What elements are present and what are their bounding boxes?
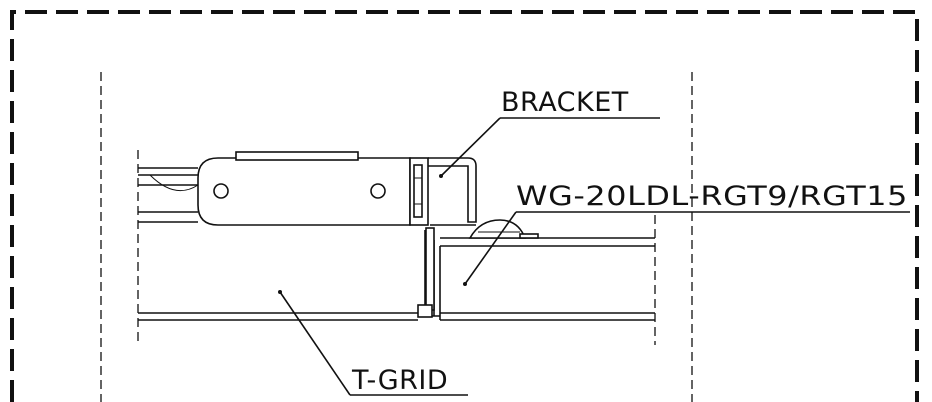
bracket-rails <box>138 167 199 223</box>
t-grid-label: T-GRID <box>351 365 448 396</box>
bracket-hole-right <box>370 183 386 199</box>
bracket-label: BRACKET <box>501 87 629 118</box>
boundary-lines <box>100 72 693 402</box>
model-label: WG-20LDL-RGT9/RGT15 <box>516 181 908 212</box>
bracket-hole-left <box>213 183 229 199</box>
leader-lines <box>278 117 910 396</box>
wg-profile <box>417 219 655 320</box>
drawing-border <box>10 10 919 402</box>
t-grid-rail <box>138 312 655 321</box>
bracket-plate <box>197 151 477 226</box>
